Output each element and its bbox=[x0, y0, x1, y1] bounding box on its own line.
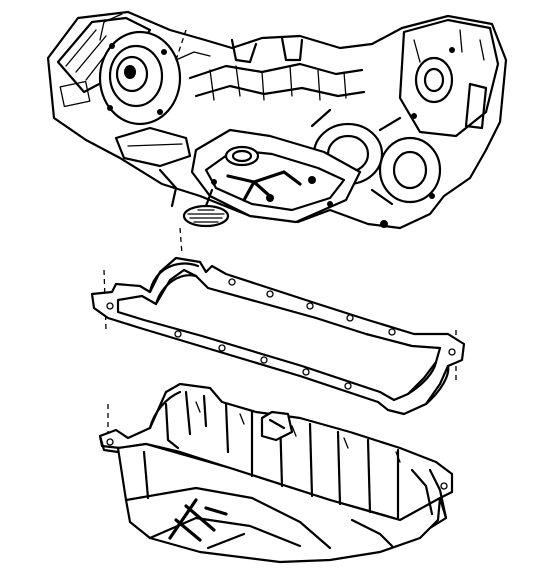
oil-pan-gasket bbox=[90, 256, 466, 416]
engine-block bbox=[46, 10, 508, 230]
gasket-bolt-holes bbox=[106, 278, 456, 390]
oil-pan bbox=[98, 382, 454, 564]
